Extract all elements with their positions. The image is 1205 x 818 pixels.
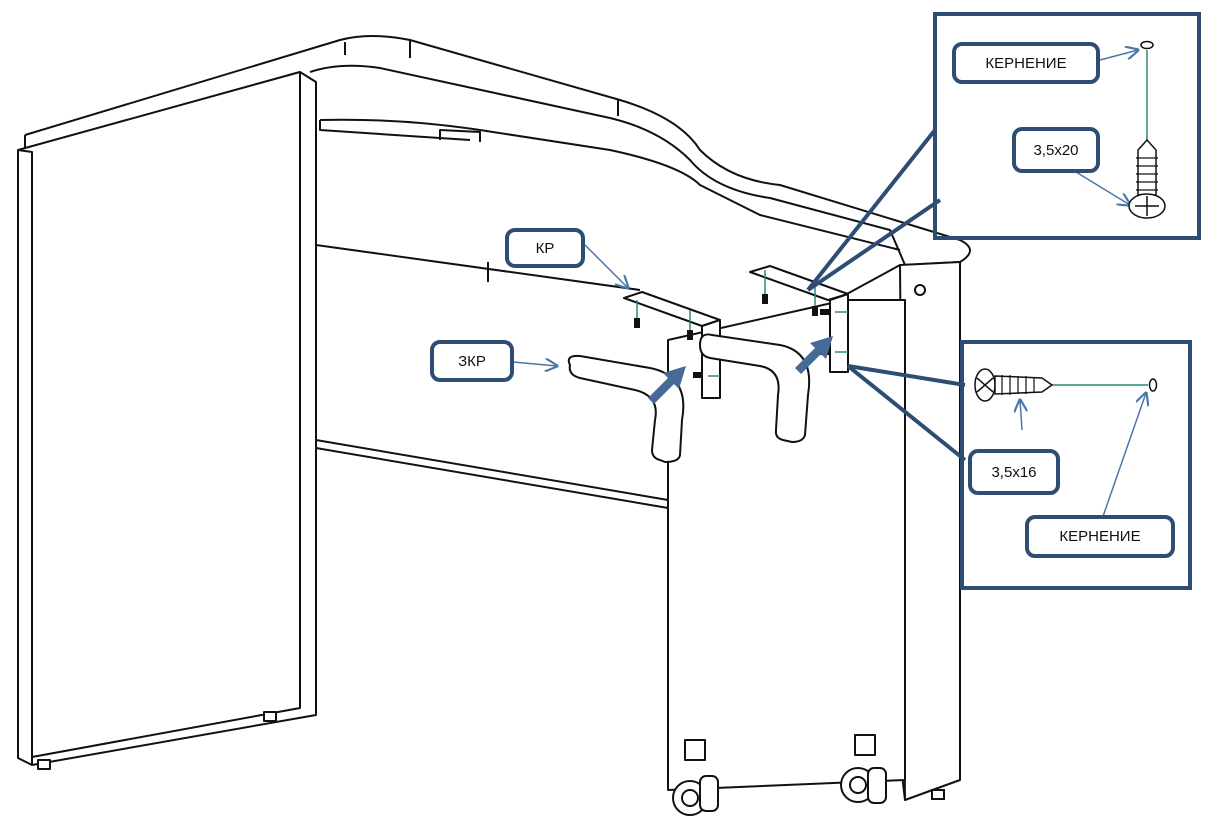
label-kp: КР xyxy=(505,228,585,268)
label-arrows xyxy=(512,50,1146,526)
label-zkp: ЗКР xyxy=(430,340,514,382)
label-screw-top: 3,5х20 xyxy=(1012,127,1100,173)
label-kernenie-top: КЕРНЕНИЕ xyxy=(952,42,1100,84)
screw-icon xyxy=(974,368,1158,402)
bracket-icon xyxy=(567,333,811,463)
right-pedestal xyxy=(667,261,961,801)
inset-top-screw-detail xyxy=(933,12,1201,240)
caster-wheel-icon xyxy=(672,767,945,816)
inset-bottom-screw-detail xyxy=(960,340,1192,590)
label-kernenie-bottom: КЕРНЕНИЕ xyxy=(1025,515,1175,558)
back-rail xyxy=(315,244,669,509)
callout-lines xyxy=(806,128,967,462)
insert-direction-arrow xyxy=(648,336,833,404)
screw-icon xyxy=(1128,40,1166,219)
label-screw-bottom: 3,5х16 xyxy=(968,449,1060,495)
left-side-panel xyxy=(17,71,317,770)
